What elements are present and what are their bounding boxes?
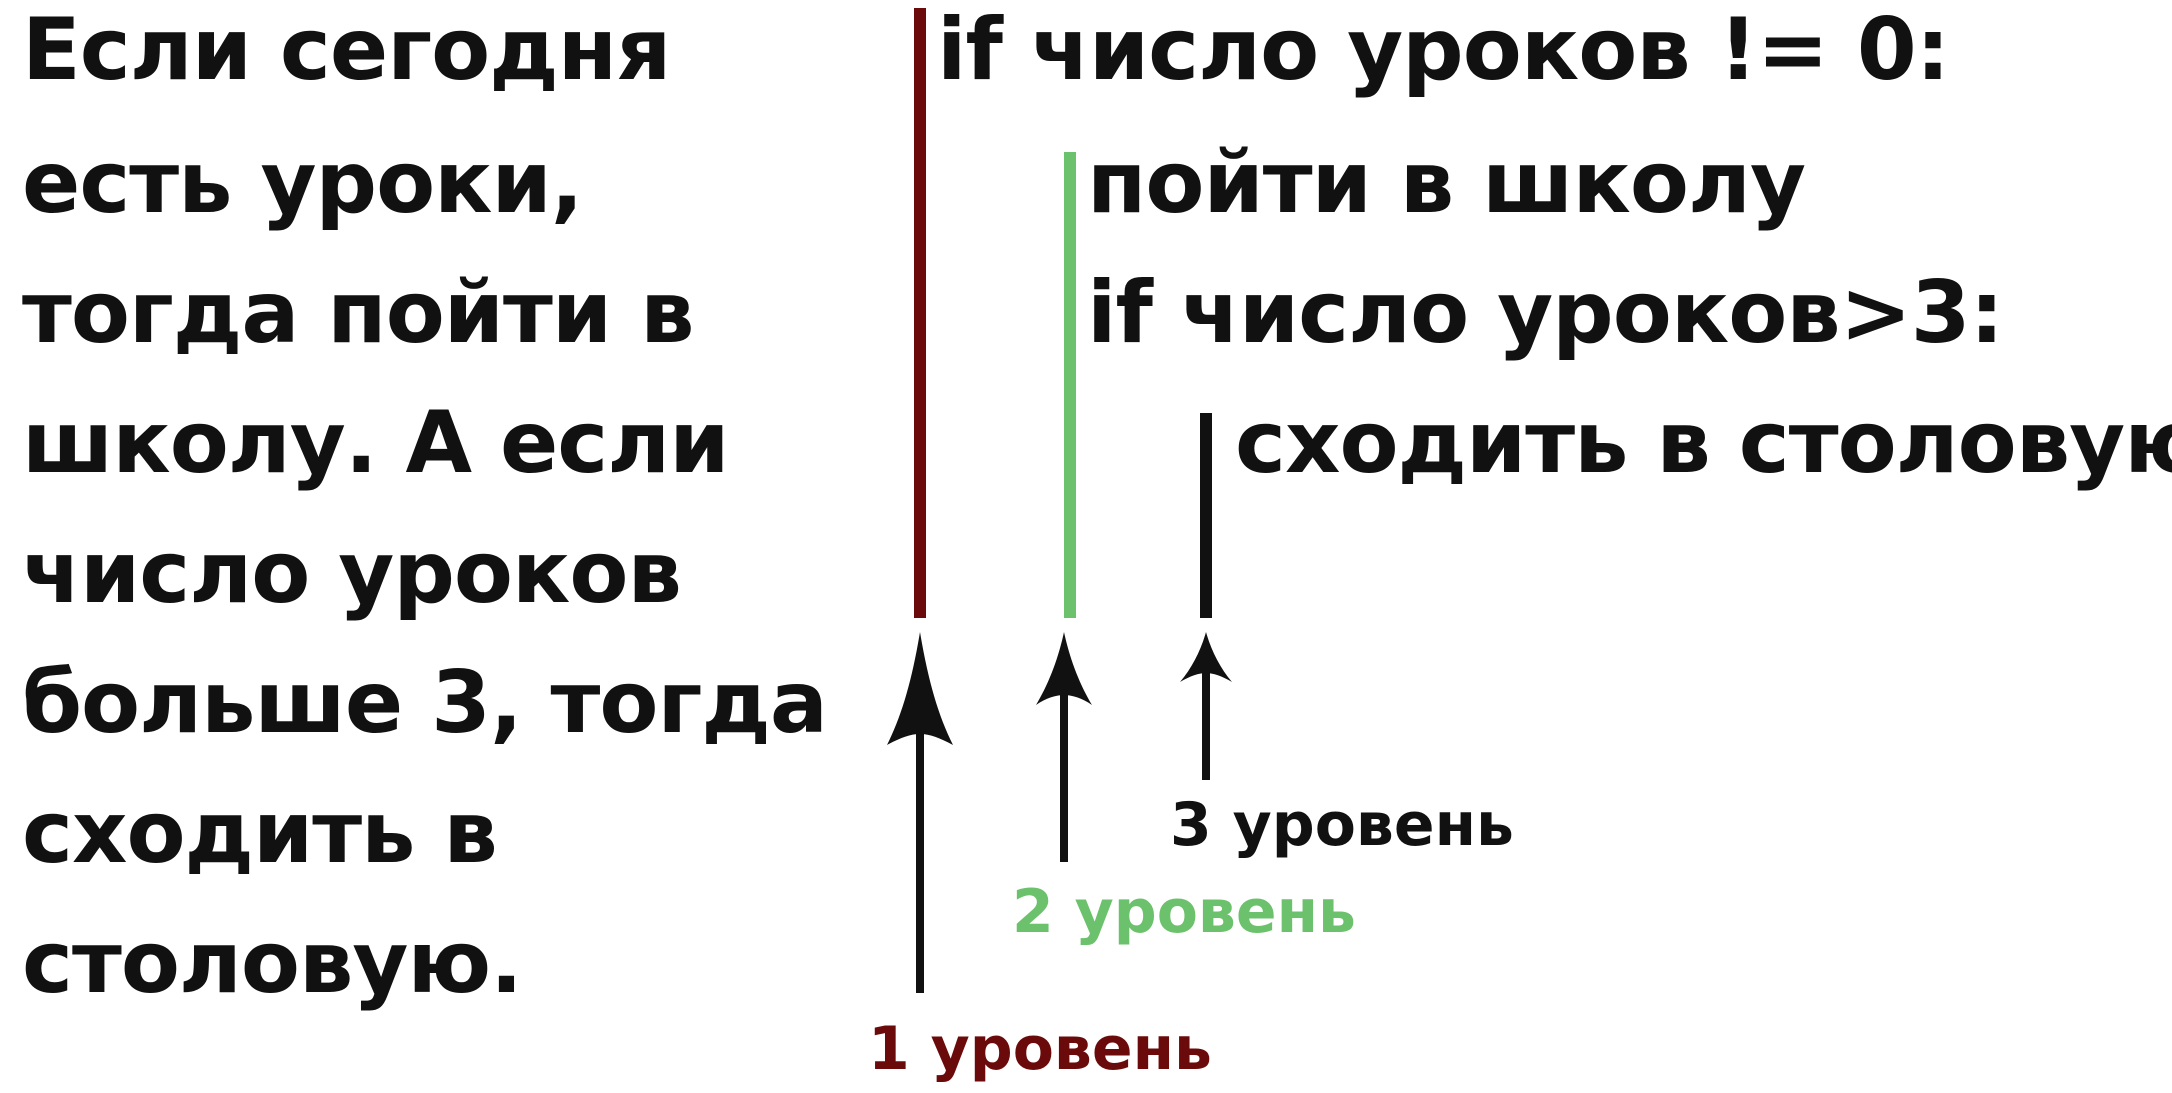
description-line: сходить в [22,783,498,883]
level-1-label: 1 уровень [868,1014,1212,1084]
description-line: больше 3, тогда [22,653,828,753]
level-1-arrow [887,632,953,993]
level-3-arrow [1180,632,1232,780]
description-line: Если сегодня [22,0,671,100]
level-2-arrow [1036,632,1092,862]
description-line: столовую. [22,913,523,1013]
level-2-label: 2 уровень [1012,877,1356,947]
code-line-if-more-than-3: if число уроков>3: [1087,263,2004,363]
description-line: есть уроки, [22,133,583,233]
code-line-go-to-canteen: сходить в столовую [1235,393,2172,493]
level-3-label: 3 уровень [1170,790,1514,860]
level-2-bar [1064,152,1076,618]
code-line-go-to-school: пойти в школу [1087,133,1806,233]
description-line: школу. А если [22,393,729,493]
code-line-if-lessons: if число уроков != 0: [937,0,1950,100]
level-1-bar [914,8,926,618]
description-line: число уроков [22,523,682,623]
level-3-bar [1200,413,1212,618]
description-line: тогда пойти в [22,263,695,363]
